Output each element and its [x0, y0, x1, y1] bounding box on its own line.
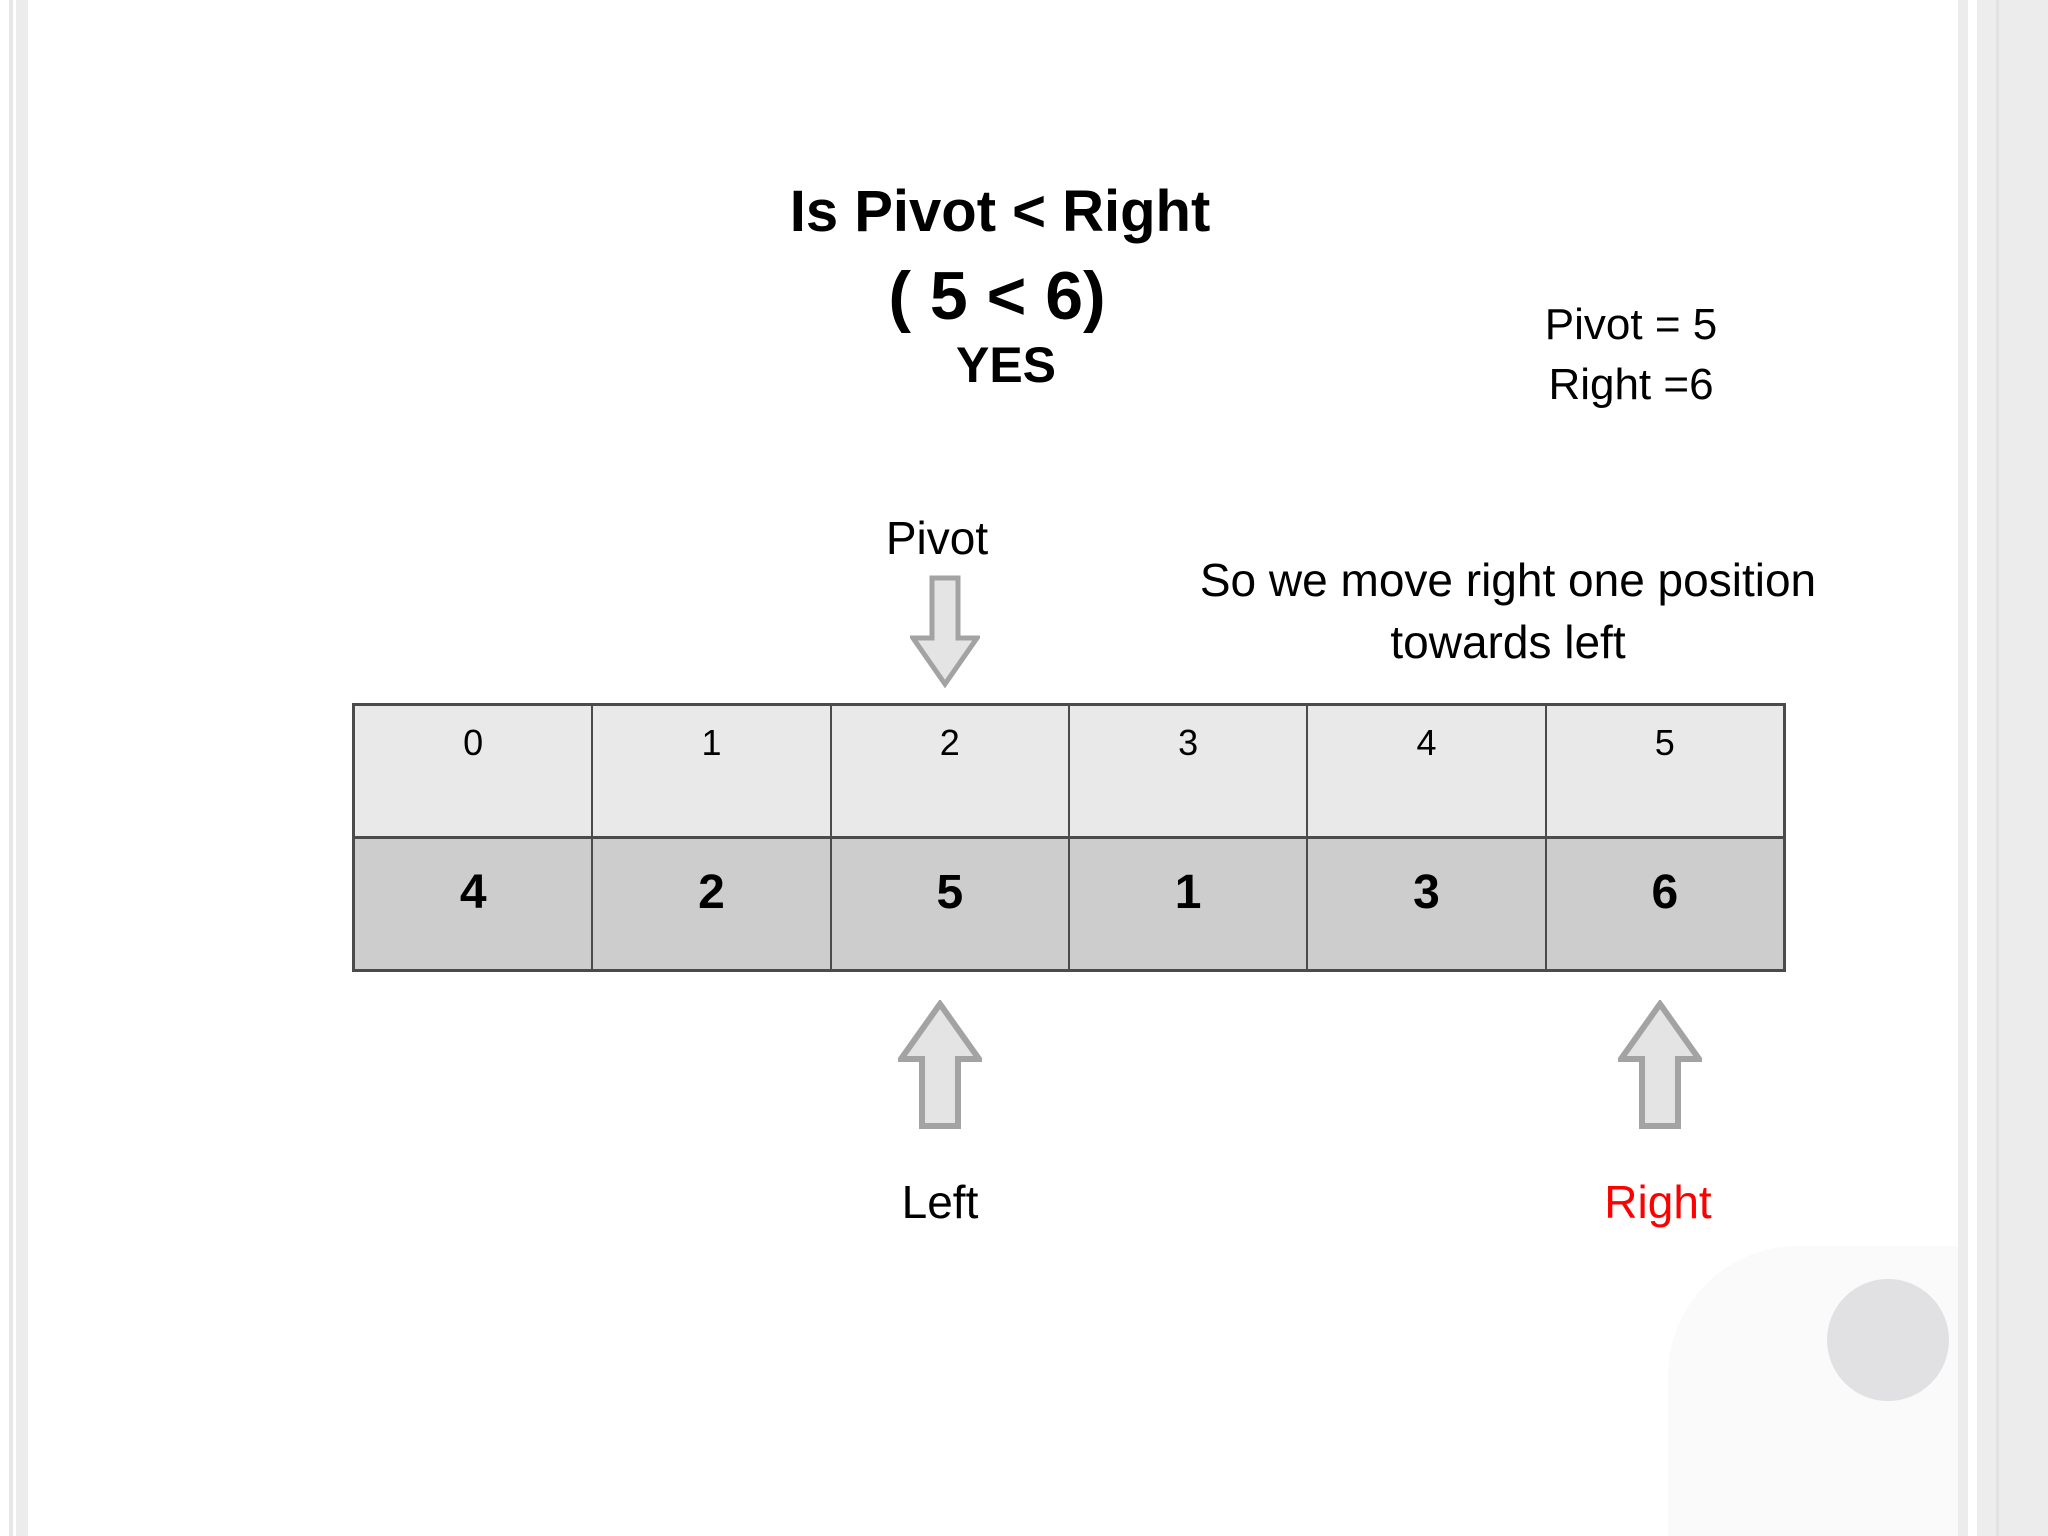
note-line2: towards left	[1390, 616, 1626, 669]
question-line1: Is Pivot < Right	[789, 179, 1211, 244]
value-cell: 5	[829, 839, 1068, 969]
pivot-down-arrow-icon	[910, 575, 980, 688]
left-pointer-label: Left	[901, 1176, 979, 1228]
array-table: 0 1 2 3 4 5 4 2 5 1 3 6	[352, 703, 1786, 972]
index-cell: 3	[1067, 706, 1307, 836]
left-edge-stripe-band	[16, 0, 28, 1536]
right-edge-stripe-outer	[1977, 0, 1996, 1536]
decorative-circle	[1827, 1279, 1949, 1401]
value-cell: 6	[1544, 839, 1783, 969]
pivot-pointer-label: Pivot	[885, 512, 989, 564]
value-row: 4 2 5 1 3 6	[355, 839, 1783, 969]
value-cell: 2	[591, 839, 830, 969]
right-edge-stripe-line	[1996, 0, 1999, 1536]
right-edge-stripe-margin	[1999, 0, 2048, 1536]
question-line2: ( 5 < 6)	[888, 258, 1106, 334]
index-row: 0 1 2 3 4 5	[355, 706, 1783, 839]
right-edge-stripe-band	[1958, 0, 1968, 1536]
index-cell: 2	[829, 706, 1068, 836]
value-cell: 3	[1306, 839, 1545, 969]
question-answer: YES	[955, 337, 1057, 393]
right-pointer-label: Right	[1604, 1176, 1712, 1228]
index-cell: 1	[591, 706, 830, 836]
index-cell: 0	[355, 706, 592, 836]
value-cell: 1	[1067, 839, 1307, 969]
variable-values: Pivot = 5 Right =6	[1545, 303, 1717, 423]
left-up-arrow-icon	[898, 1000, 982, 1129]
value-cell: 4	[355, 839, 592, 969]
left-edge-stripe-thin	[9, 0, 13, 1536]
index-cell: 5	[1544, 706, 1783, 836]
index-cell: 4	[1306, 706, 1545, 836]
note-line1: So we move right one position	[1199, 554, 1817, 606]
right-up-arrow-icon	[1618, 1000, 1702, 1129]
right-value-text: Right =6	[1548, 360, 1714, 409]
note-text: So we move right one position towards le…	[1200, 549, 1816, 673]
pivot-value-text: Pivot = 5	[1544, 300, 1718, 349]
